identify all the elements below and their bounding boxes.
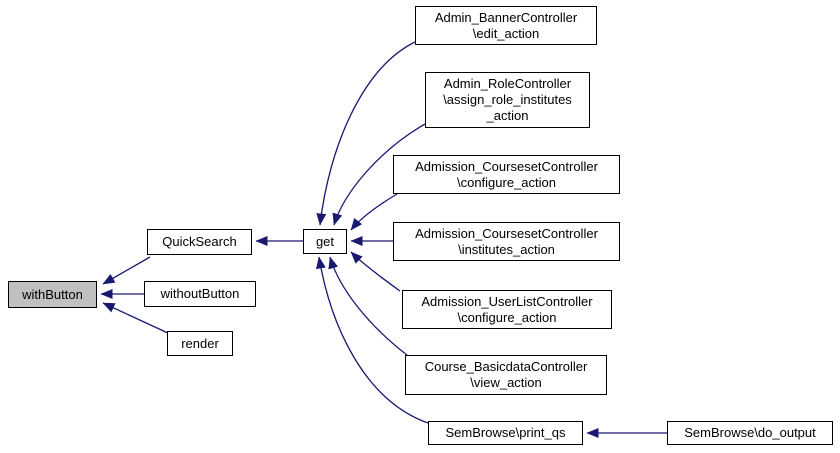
edge-userlist-configure-to-get [350, 251, 401, 292]
node-withbutton: withButton [8, 281, 97, 308]
edge-print-qs-to-get [315, 256, 429, 424]
node-sembrowse-do-output[interactable]: SemBrowse\do_output [667, 421, 833, 445]
edge-quicksearch-to-withbutton [102, 256, 151, 285]
node-admin-banner-edit-action[interactable]: Admin_BannerController \edit_action [415, 6, 597, 45]
edge-basicdata-view-to-get [328, 256, 408, 356]
node-admission-courseset-institutes-action[interactable]: Admission_CoursesetController \institute… [393, 222, 620, 261]
edge-render-to-withbutton [102, 302, 171, 335]
node-admin-role-assign-role-institutes-action[interactable]: Admin_RoleController \assign_role_instit… [425, 72, 590, 128]
edge-admin-banner-to-get [316, 41, 416, 226]
node-sembrowse-print-qs[interactable]: SemBrowse\print_qs [428, 421, 583, 445]
edge-admin-role-to-get [332, 123, 426, 226]
node-course-basicdata-view-action[interactable]: Course_BasicdataController \view_action [405, 355, 607, 395]
node-get[interactable]: get [303, 229, 347, 254]
node-admission-userlist-configure-action[interactable]: Admission_UserListController \configure_… [402, 290, 612, 329]
node-withoutbutton[interactable]: withoutButton [144, 281, 256, 307]
node-quicksearch[interactable]: QuickSearch [147, 229, 252, 255]
edge-courseset-configure-to-get [350, 193, 398, 231]
node-admission-courseset-configure-action[interactable]: Admission_CoursesetController \configure… [393, 155, 620, 194]
node-render[interactable]: render [167, 331, 233, 356]
